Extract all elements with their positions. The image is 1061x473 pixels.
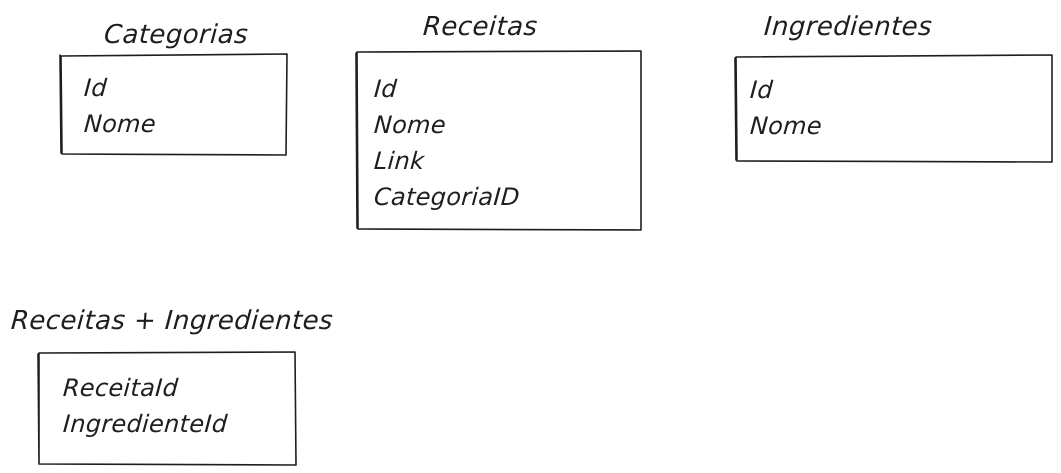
receitas-field: Id bbox=[373, 75, 398, 103]
categorias-field: Nome bbox=[83, 110, 157, 138]
receitas-title: Receitas bbox=[421, 12, 539, 42]
receitas-ingredientes-title: Receitas + Ingredientes bbox=[9, 306, 335, 336]
receitas-field: Nome bbox=[373, 111, 447, 139]
categorias-box bbox=[59, 53, 288, 156]
categorias-fields: Id Nome bbox=[83, 70, 157, 142]
receitas-field: Link bbox=[373, 147, 426, 175]
receitas-ingredientes-box bbox=[37, 351, 297, 466]
receitas-field: CategoriaID bbox=[373, 183, 521, 211]
ingredientes-field: Nome bbox=[749, 112, 823, 140]
receitas-ingredientes-field: ReceitaId bbox=[62, 374, 180, 402]
ingredientes-title: Ingredientes bbox=[762, 12, 934, 42]
categorias-title: Categorias bbox=[102, 20, 250, 50]
receitas-fields: Id Nome Link CategoriaID bbox=[373, 71, 521, 215]
ingredientes-field: Id bbox=[749, 76, 774, 104]
receitas-ingredientes-field: IngredienteId bbox=[62, 410, 229, 438]
categorias-field: Id bbox=[83, 74, 108, 102]
receitas-ingredientes-fields: ReceitaId IngredienteId bbox=[62, 370, 229, 442]
ingredientes-fields: Id Nome bbox=[749, 72, 823, 144]
ingredientes-box bbox=[734, 54, 1053, 163]
receitas-box bbox=[355, 50, 642, 231]
